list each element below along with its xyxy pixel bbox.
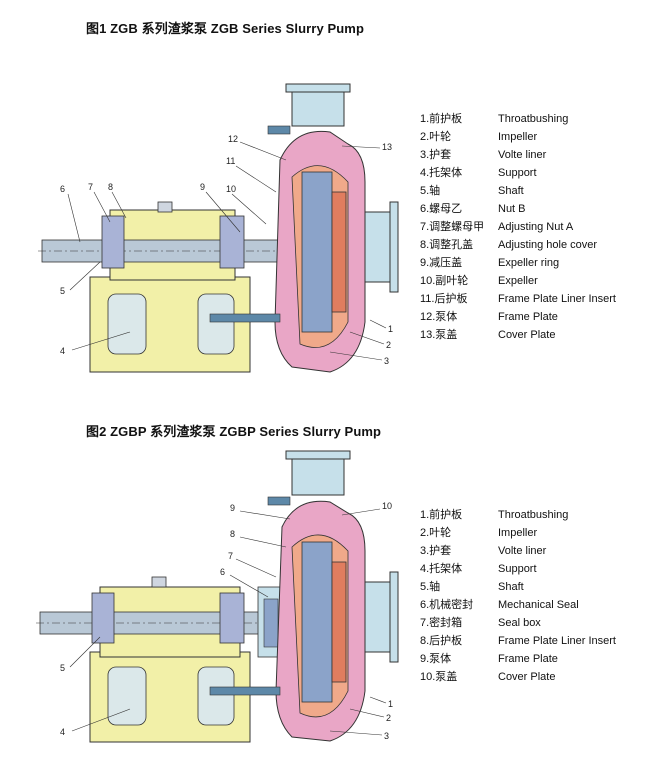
- part-name-cn: 5.轴: [420, 185, 441, 197]
- bearing-right: [219, 215, 245, 269]
- callout-6: 6: [60, 184, 65, 194]
- callout-6: 6: [220, 567, 225, 577]
- callout-13: 13: [382, 142, 392, 152]
- part-name-en: Seal box: [498, 617, 541, 629]
- throatbushing: [331, 191, 347, 313]
- part-name-cn: 4.托架体: [420, 167, 463, 179]
- discharge-outlet: [291, 89, 345, 127]
- part-name-en: Support: [498, 167, 537, 179]
- part-name-cn: 3.护套: [420, 149, 452, 161]
- part-name-cn: 3.护套: [420, 545, 452, 557]
- part-name-cn: 1.前护板: [420, 509, 463, 521]
- callout-2: 2: [386, 340, 391, 350]
- discharge-outlet: [291, 456, 345, 496]
- part-name-cn: 7.密封箱: [420, 617, 463, 629]
- part-name-cn: 8.调整孔盖: [420, 239, 474, 251]
- part-name-en: Impeller: [498, 527, 538, 539]
- support-window: [107, 666, 147, 726]
- part-name-cn: 6.螺母乙: [420, 203, 463, 215]
- inlet-flange: [364, 581, 394, 653]
- callout-8: 8: [108, 182, 113, 192]
- part-name-en: Frame Plate Liner Insert: [498, 293, 616, 305]
- part-name-en: Nut B: [498, 203, 526, 215]
- part-name-en: Adjusting hole cover: [498, 239, 598, 251]
- callout-5: 5: [60, 286, 65, 296]
- part-name-cn: 12.泵体: [420, 311, 458, 323]
- callout-4: 4: [60, 727, 65, 737]
- part-name-en: Shaft: [498, 581, 524, 593]
- callout-1: 1: [388, 699, 393, 709]
- zgb-pump-sectional-drawing: 1 2 3 4 5 6 7 8 9 10 11 12 13: [38, 83, 399, 373]
- part-name-cn: 10.副叶轮: [420, 275, 469, 287]
- part-name-cn: 10.泵盖: [420, 671, 458, 683]
- part-name-en: Expeller ring: [498, 257, 560, 269]
- part-name-cn: 7.调整螺母甲: [420, 221, 485, 233]
- part-name-en: Mechanical Seal: [498, 599, 579, 611]
- part-name-en: Expeller: [498, 275, 538, 287]
- part-name-cn: 11.后护板: [420, 293, 468, 305]
- part-name-cn: 2.叶轮: [420, 527, 452, 539]
- part-name-en: Support: [498, 563, 537, 575]
- callout-2: 2: [386, 713, 391, 723]
- part-name-en: Frame Plate Liner Insert: [498, 635, 616, 647]
- impeller: [301, 171, 333, 333]
- bearing-right: [219, 592, 245, 644]
- part-name-cn: 9.减压盖: [420, 257, 463, 269]
- part-name-cn: 13.泵盖: [420, 329, 458, 341]
- callout-8: 8: [230, 529, 235, 539]
- callout-7: 7: [228, 551, 233, 561]
- part-name-en: Cover Plate: [498, 671, 556, 683]
- part-name-en: Cover Plate: [498, 329, 556, 341]
- part-name-cn: 8.后护板: [420, 635, 463, 647]
- callout-7: 7: [88, 182, 93, 192]
- figure1-title: 图1 ZGB 系列渣浆泵 ZGB Series Slurry Pump: [86, 21, 364, 36]
- part-name-en: Volte liner: [498, 149, 547, 161]
- part-name-en: Frame Plate: [498, 311, 558, 323]
- support-window-2: [197, 293, 235, 355]
- callout-5: 5: [60, 663, 65, 673]
- part-name-en: Impeller: [498, 131, 538, 143]
- support-window: [107, 293, 147, 355]
- part-name-en: Throatbushing: [498, 509, 569, 521]
- throatbushing: [331, 561, 347, 683]
- part-name-cn: 5.轴: [420, 581, 441, 593]
- part-name-cn: 4.托架体: [420, 563, 463, 575]
- callout-4: 4: [60, 346, 65, 356]
- callout-3: 3: [384, 356, 389, 366]
- figure2-title: 图2 ZGBP 系列渣浆泵 ZGBP Series Slurry Pump: [86, 424, 382, 439]
- part-name-cn: 6.机械密封: [420, 599, 474, 611]
- mechanical-seal: [263, 598, 279, 648]
- tie-bolt: [209, 686, 281, 696]
- part-name-cn: 2.叶轮: [420, 131, 452, 143]
- casing-bolt: [267, 496, 291, 506]
- part-name-en: Volte liner: [498, 545, 547, 557]
- callout-10: 10: [382, 501, 392, 511]
- bearing-left: [91, 592, 115, 644]
- part-name-en: Adjusting Nut A: [498, 221, 574, 233]
- callout-9: 9: [200, 182, 205, 192]
- lifting-eye: [157, 201, 173, 213]
- callout-10: 10: [226, 184, 236, 194]
- casing-bolt: [267, 125, 291, 135]
- callout-9: 9: [230, 503, 235, 513]
- part-name-en: Frame Plate: [498, 653, 558, 665]
- part-name-cn: 1.前护板: [420, 113, 463, 125]
- lifting-eye: [151, 576, 167, 588]
- part-name-en: Throatbushing: [498, 113, 569, 125]
- callout-3: 3: [384, 731, 389, 741]
- bearing-left: [101, 215, 125, 269]
- callout-1: 1: [388, 324, 393, 334]
- tie-bolt: [209, 313, 281, 323]
- support-window-2: [197, 666, 235, 726]
- part-name-cn: 9.泵体: [420, 653, 452, 665]
- part-name-en: Shaft: [498, 185, 524, 197]
- zgbp-pump-sectional-drawing: 1 2 3 4 5 6 7 8 9 10: [36, 450, 399, 743]
- callout-11: 11: [226, 156, 235, 166]
- callout-12: 12: [228, 134, 238, 144]
- impeller: [301, 541, 333, 703]
- inlet-flange: [364, 211, 394, 283]
